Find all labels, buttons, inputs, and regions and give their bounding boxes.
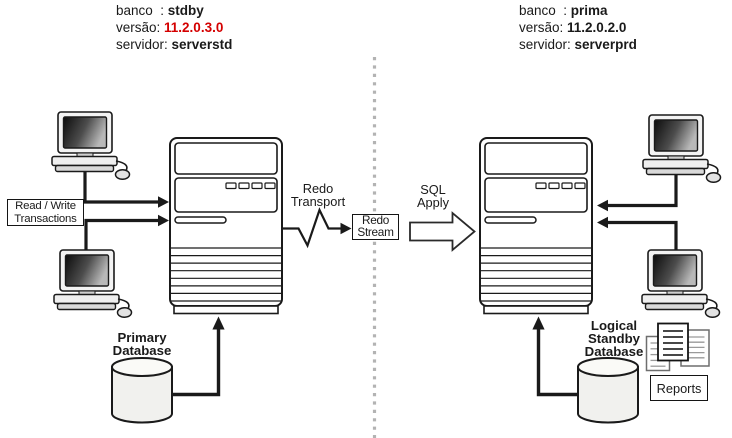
right-server-value: serverprd — [574, 37, 637, 52]
standby-db-line1: Logical — [590, 318, 638, 333]
right-db-value: prima — [570, 3, 608, 18]
standby-db-line3: Database — [584, 344, 644, 359]
left-db-value: stdby — [167, 3, 204, 18]
redo-stream-line1: Redo — [361, 213, 389, 228]
standby-database-icon — [577, 357, 639, 424]
right-server-line: servidor: serverprd — [519, 36, 637, 53]
primary-db-line1: Primary — [117, 330, 167, 345]
workstation-icon-right-top — [642, 114, 722, 183]
left-server-label: servidor: — [116, 37, 172, 52]
primary-database-label: Primary Database — [99, 331, 185, 357]
client-connection-lines-right — [607, 166, 678, 256]
left-db-line: banco : stdby — [116, 2, 232, 19]
client-arrowheads-left — [158, 196, 169, 227]
primary-db-line2: Database — [112, 343, 172, 358]
sql-apply-label: SQL Apply — [404, 182, 462, 210]
sql-apply-line1: SQL — [420, 182, 446, 197]
right-db-label: banco : — [519, 3, 571, 18]
workstation-icon-right-bottom — [641, 249, 721, 319]
right-header-info: banco : prima versão: 11.2.0.2.0 servido… — [519, 2, 637, 53]
primary-db-arrow — [172, 316, 225, 397]
sql-apply-arrow — [409, 211, 476, 252]
reports-box: Reports — [650, 375, 708, 401]
left-server-line: servidor: serverstd — [116, 36, 232, 53]
primary-server-icon — [169, 137, 283, 315]
right-version-label: versão: — [519, 20, 568, 35]
sql-apply-line2: Apply — [416, 194, 449, 210]
read-write-transactions-box: Read / Write Transactions — [7, 199, 84, 226]
standby-db-arrow — [532, 316, 578, 397]
redo-stream-line2: Stream — [357, 225, 394, 239]
reports-documents-icon — [645, 322, 710, 372]
left-server-value: serverstd — [171, 37, 233, 52]
left-version-label: versão: — [116, 20, 165, 35]
right-version-line: versão: 11.2.0.2.0 — [519, 19, 637, 36]
standby-server-icon — [479, 137, 593, 315]
redo-transport-label: Redo Transport — [284, 181, 352, 209]
right-server-label: servidor: — [519, 37, 575, 52]
right-db-line: banco : prima — [519, 2, 637, 19]
workstation-icon-left-top — [51, 111, 131, 180]
left-db-label: banco : — [116, 3, 168, 18]
left-version-value: 11.2.0.3.0 — [164, 20, 224, 35]
workstation-icon-left-bottom — [53, 249, 133, 319]
redo-stream-box: Redo Stream — [352, 214, 399, 240]
redo-transport-line — [283, 207, 352, 249]
primary-database-icon — [111, 357, 173, 424]
client-connection-lines-left — [83, 163, 159, 256]
read-write-line1: Read / Write — [15, 200, 76, 213]
redo-transport-line1: Redo — [302, 181, 334, 196]
redo-transport-line2: Transport — [290, 193, 346, 209]
standby-db-line2: Standby — [587, 331, 641, 346]
read-write-line2: Transactions — [14, 212, 77, 225]
right-version-value: 11.2.0.2.0 — [567, 20, 627, 35]
reports-label: Reports — [656, 380, 702, 396]
client-arrowheads-right — [597, 199, 608, 229]
standby-database-label: Logical Standby Database — [569, 319, 659, 358]
left-header-info: banco : stdby versão: 11.2.0.3.0 servido… — [116, 2, 232, 53]
left-version-line: versão: 11.2.0.3.0 — [116, 19, 232, 36]
